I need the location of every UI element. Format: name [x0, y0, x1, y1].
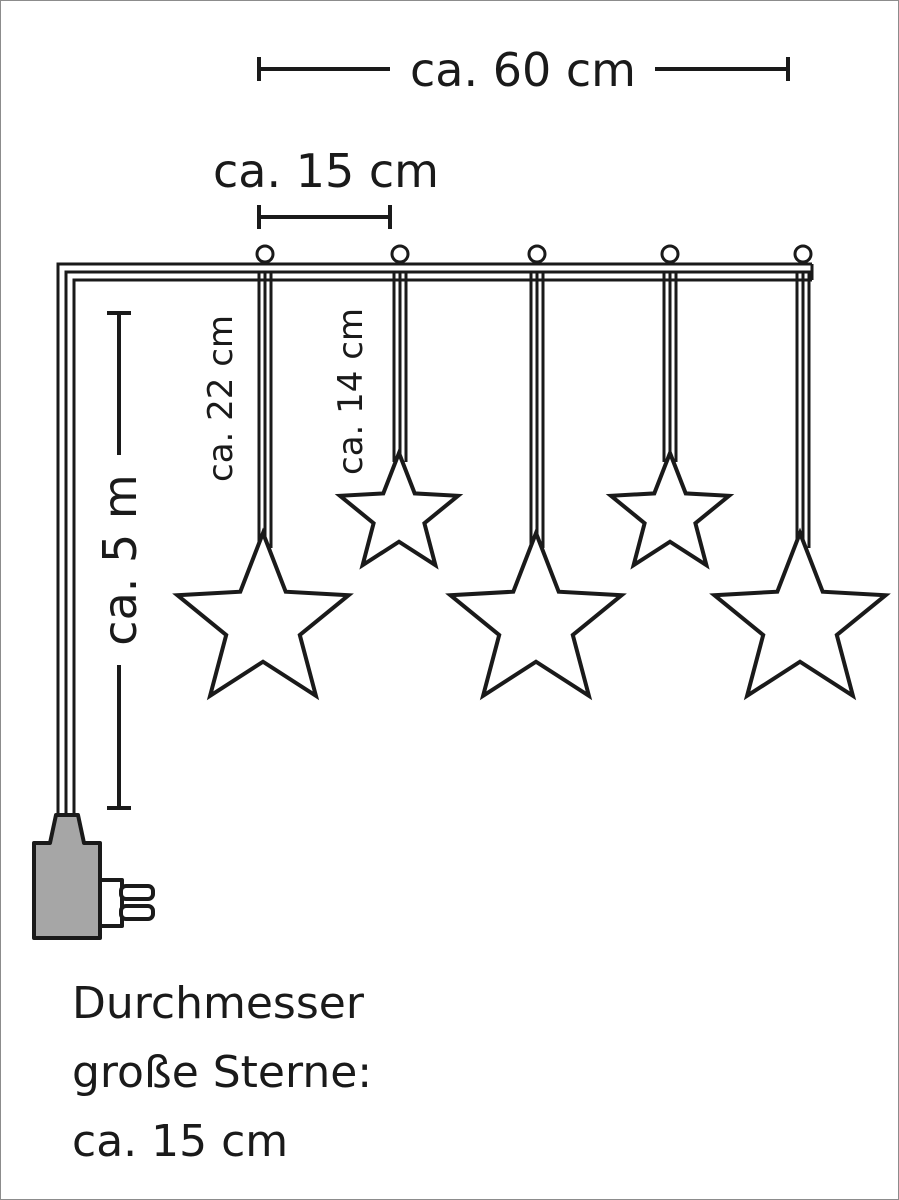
- hanging-loop: [527, 244, 547, 264]
- large-star: [172, 527, 354, 701]
- plug-face: [98, 878, 124, 928]
- star-spacing-dimension: ca. 15 cm: [213, 144, 439, 229]
- plug-body: [32, 813, 102, 940]
- drop-cable-long: [795, 272, 811, 548]
- plug-pin: [119, 884, 155, 901]
- short-drop-label: ca. 14 cm: [331, 308, 371, 475]
- hanging-loop: [390, 244, 410, 264]
- small-star: [334, 447, 464, 570]
- lead-cable-label: ca. 5 m: [93, 474, 147, 645]
- hanging-loop: [793, 244, 813, 264]
- caption-line-2: große Sterne:: [72, 1047, 372, 1098]
- lead-cable-dimension: ca. 5 m: [93, 311, 147, 810]
- hanging-loop: [660, 244, 680, 264]
- long-drop-label: ca. 22 cm: [201, 315, 241, 482]
- star-spacing-label: ca. 15 cm: [213, 144, 439, 198]
- caption-line-1: Durchmesser: [72, 978, 365, 1029]
- total-width-dimension: ca. 60 cm: [257, 43, 790, 97]
- stars: [172, 447, 891, 701]
- main-cable: [56, 262, 814, 815]
- drop-cable-short: [662, 272, 678, 462]
- drop-cable-long: [529, 272, 545, 548]
- hanging-loops: [255, 244, 813, 264]
- total-width-label: ca. 60 cm: [410, 43, 636, 97]
- plug-pin: [119, 904, 155, 921]
- drop-cable-short: [392, 272, 408, 462]
- drop-cables: [257, 272, 811, 548]
- power-plug: [32, 813, 155, 940]
- caption-line-3: ca. 15 cm: [72, 1116, 288, 1167]
- drop-cable-long: [257, 272, 273, 548]
- small-star: [605, 447, 735, 570]
- hanging-loop: [255, 244, 275, 264]
- large-star: [445, 527, 627, 701]
- large-star: [709, 527, 891, 701]
